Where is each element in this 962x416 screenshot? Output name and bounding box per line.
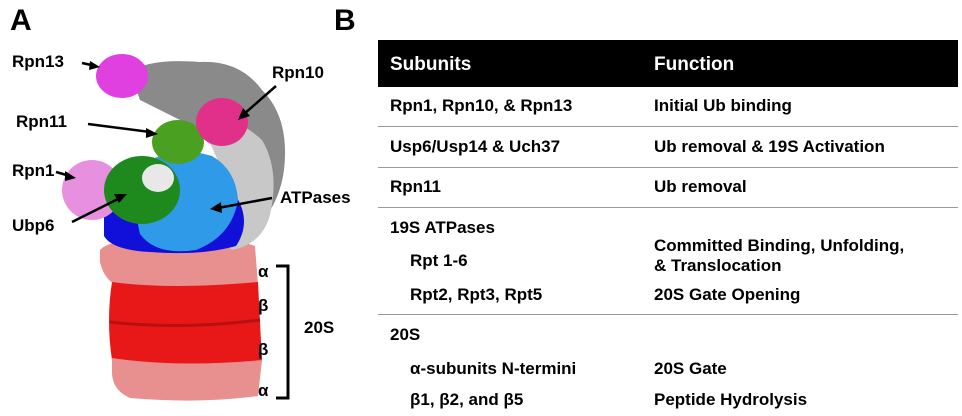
proteasome-structure-figure — [55, 54, 290, 401]
label-arrows — [55, 61, 277, 224]
ubp6-arrowhead — [114, 194, 127, 203]
ubp6-arrow — [71, 196, 121, 224]
rpn10-arrowhead — [238, 108, 250, 120]
label-rpn13: Rpn13 — [12, 52, 64, 71]
label-rpn10: Rpn10 — [272, 63, 324, 82]
label-alpha-bottom: α — [258, 381, 269, 400]
row-divider — [378, 167, 958, 168]
row3-subunit: Rpn11 — [390, 177, 442, 196]
label-20s: 20S — [304, 318, 335, 337]
row4b-function: 20S Gate Opening — [654, 285, 801, 304]
row4a-function-line1: Committed Binding, Unfolding, — [654, 236, 905, 255]
rpn10-arrow — [243, 85, 277, 115]
lid-light — [200, 118, 274, 250]
core-bracket — [276, 264, 290, 400]
atpases-arrowhead — [210, 202, 222, 213]
row5-subunit: 20S — [390, 325, 421, 344]
rpn11-arrowhead — [146, 128, 158, 138]
rpn11-arrow — [87, 122, 151, 134]
atpases-arrow — [217, 196, 273, 210]
alpha-ring-top — [100, 238, 258, 289]
table-header: Subunits Function — [378, 40, 958, 87]
header-subunits: Subunits — [390, 54, 472, 75]
rpn1-arrowhead — [65, 171, 76, 181]
row4a-function-line2: & Translocation — [654, 256, 782, 275]
row-divider — [378, 207, 958, 208]
row2-function: Ub removal & 19S Activation — [654, 137, 885, 156]
row5b-function: Peptide Hydrolysis — [654, 390, 808, 409]
row4b-subunit: Rpt2, Rpt3, Rpt5 — [410, 285, 543, 304]
panel-b-letter: B — [334, 4, 356, 37]
row1-function: Initial Ub binding — [654, 96, 792, 115]
rpn10-subunit — [196, 98, 248, 146]
alpha-ring-bottom — [112, 358, 262, 401]
label-rpn11: Rpn11 — [16, 112, 68, 131]
label-beta-1: β — [258, 296, 269, 315]
panel-a-letter: A — [10, 4, 32, 37]
row5a-function: 20S Gate — [654, 359, 727, 378]
label-atpases: ATPases — [280, 188, 351, 207]
row4-subunit: 19S ATPases — [390, 218, 495, 237]
subunit-function-table: Subunits Function Rpn1, Rpn10, & Rpn13 I… — [378, 40, 962, 416]
label-rpn1: Rpn1 — [12, 161, 55, 180]
row2-subunit: Usp6/Usp14 & Uch37 — [390, 137, 561, 156]
core-particle-20s — [100, 238, 262, 401]
label-alpha-top: α — [258, 262, 269, 281]
row5a-subunit: α-subunits N-termini — [410, 359, 577, 378]
ubp6-subunit — [104, 156, 180, 224]
row-divider — [378, 126, 958, 127]
label-beta-2: β — [258, 340, 269, 359]
label-ubp6: Ubp6 — [12, 216, 55, 235]
rpn11-subunit — [152, 120, 204, 164]
beta-ring-seam — [109, 318, 261, 328]
row4a-subunit: Rpt 1-6 — [410, 251, 468, 270]
rpn13-arrowhead — [89, 61, 100, 70]
regulatory-particle-19s — [62, 54, 286, 254]
row-divider — [378, 314, 958, 315]
rpn13-subunit — [96, 54, 148, 98]
row3-function: Ub removal — [654, 177, 747, 196]
row1-subunit: Rpn1, Rpn10, & Rpn13 — [390, 96, 573, 115]
ubp6-highlight — [142, 164, 174, 192]
header-function: Function — [654, 54, 735, 75]
row5b-subunit: β1, β2, and β5 — [410, 390, 524, 409]
